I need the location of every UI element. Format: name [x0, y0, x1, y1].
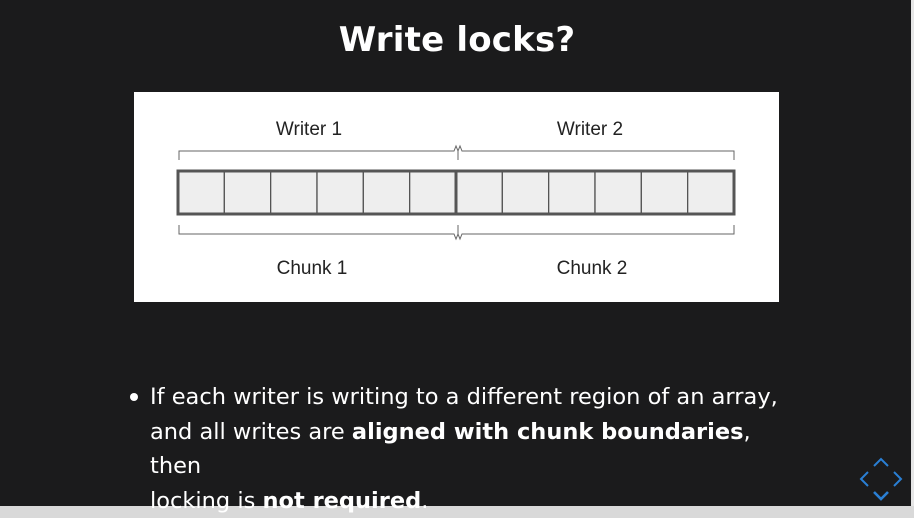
- bullet-marker: [130, 393, 138, 401]
- navigation-diamond-icon[interactable]: [858, 456, 904, 502]
- chunk-2-brace: [457, 225, 735, 241]
- array-cells: [177, 170, 735, 215]
- bullet-bold-2: not required: [262, 487, 422, 514]
- bullet-bold-1: aligned with chunk boundaries: [351, 418, 744, 445]
- array-cell: [362, 170, 411, 215]
- array-cell: [223, 170, 272, 215]
- array-cell: [270, 170, 318, 215]
- bullet-list: If each writer is writing to a different…: [128, 380, 788, 518]
- chunk-1-brace: [178, 225, 459, 241]
- writer-2-brace: [457, 144, 735, 160]
- bullet-text-4: locking is: [150, 487, 263, 514]
- slide-title: Write locks?: [338, 20, 576, 60]
- nav-arrows-svg: [859, 457, 903, 501]
- nav-right-icon[interactable]: [893, 471, 903, 487]
- chunk-diagram-svg: Writer 1 Writer 2 Chunk 1 Chunk 2: [176, 119, 736, 279]
- array-cell: [455, 170, 503, 215]
- writer-1-brace: [178, 144, 459, 160]
- writer-2-label: Writer 2: [557, 119, 623, 140]
- chunk-1-label: Chunk 1: [277, 258, 348, 279]
- window-edge: [911, 0, 914, 506]
- writer-1-label: Writer 1: [276, 119, 342, 140]
- nav-down-icon[interactable]: [873, 491, 889, 501]
- chunk-2-label: Chunk 2: [557, 258, 628, 279]
- chunk-diagram: Writer 1 Writer 2 Chunk 1 Chunk 2: [134, 92, 779, 302]
- array-cell: [594, 170, 642, 215]
- nav-left-icon[interactable]: [859, 471, 869, 487]
- bullet-text-5: .: [421, 487, 429, 514]
- nav-up-icon[interactable]: [873, 457, 889, 467]
- array-cell: [316, 170, 364, 215]
- bullet-text-3: , then: [150, 418, 751, 480]
- array-cell: [640, 170, 689, 215]
- array-cell: [177, 170, 225, 215]
- array-cell: [687, 170, 735, 215]
- bullet-item: If each writer is writing to a different…: [150, 380, 788, 518]
- array-cell: [548, 170, 596, 215]
- bullet-text-2: and all writes are: [150, 418, 352, 445]
- array-cell: [501, 170, 550, 215]
- bullet-text-1: If each writer is writing to a different…: [150, 384, 778, 410]
- array-cell: [409, 170, 457, 215]
